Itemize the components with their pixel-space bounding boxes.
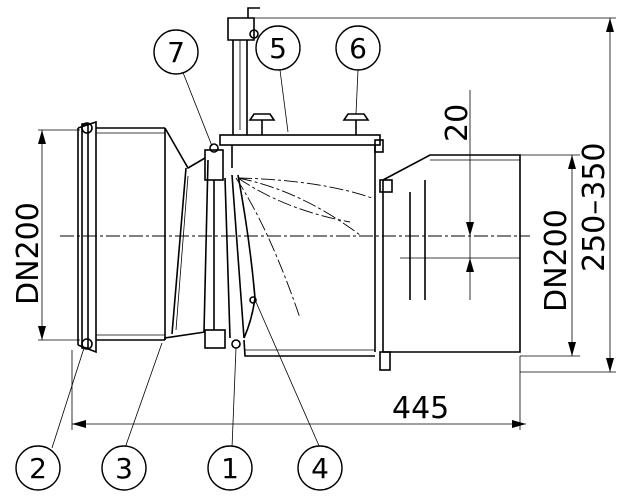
svg-text:2: 2 xyxy=(29,452,47,485)
dim-length: 445 xyxy=(71,350,526,430)
dim-outlet-dn: DN200 xyxy=(520,154,580,357)
reducer-cone xyxy=(171,159,209,335)
inlet-socket xyxy=(77,120,206,354)
dim-offset: 20 xyxy=(440,90,475,300)
flap-frame xyxy=(204,143,245,349)
dim-inlet-dn-label: DN200 xyxy=(11,202,46,305)
callout-3: 3 xyxy=(101,445,147,491)
dim-outlet-dn-label: DN200 xyxy=(539,209,574,312)
svg-text:6: 6 xyxy=(349,32,367,65)
outlet-spigot xyxy=(379,154,521,371)
callout-1: 1 xyxy=(207,445,253,491)
svg-text:3: 3 xyxy=(115,452,133,485)
svg-text:1: 1 xyxy=(221,452,239,485)
svg-text:4: 4 xyxy=(311,452,329,485)
flap-positions xyxy=(235,174,373,339)
dim-inlet-dn: DN200 xyxy=(11,129,80,341)
dim-length-label: 445 xyxy=(392,391,449,426)
callout-4: 4 xyxy=(297,445,343,491)
callout-2: 2 xyxy=(15,445,61,491)
svg-text:5: 5 xyxy=(269,32,287,65)
dim-offset-label: 20 xyxy=(440,104,475,142)
callout-5: 5 xyxy=(255,25,301,71)
callout-7: 7 xyxy=(153,29,199,75)
callout-leaders xyxy=(51,69,359,449)
dim-height-label: 250–350 xyxy=(577,142,612,272)
dim-height: 250–350 xyxy=(254,17,616,373)
lid-and-handles xyxy=(227,7,370,135)
callout-6: 6 xyxy=(335,25,381,71)
main-housing xyxy=(219,134,384,357)
svg-text:7: 7 xyxy=(167,36,185,69)
